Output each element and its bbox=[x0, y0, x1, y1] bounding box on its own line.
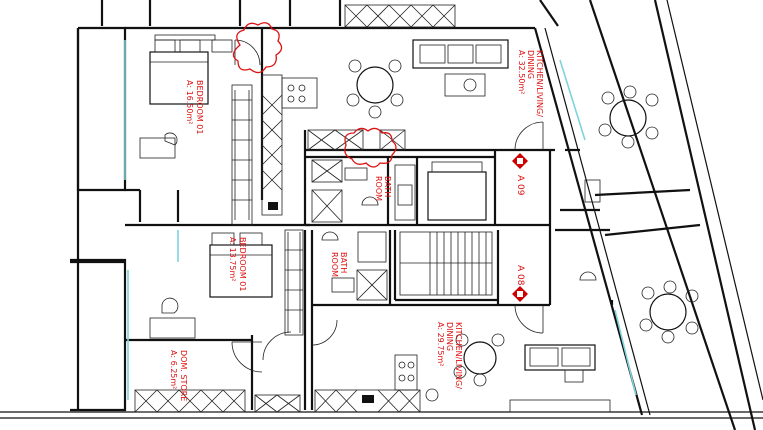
bed-middle bbox=[427, 161, 487, 221]
label-bath-lower-name: BATH bbox=[339, 252, 348, 273]
label-kitchen-upper-name: KITCHEN/LIVING/ bbox=[535, 50, 544, 117]
desk-lower bbox=[149, 297, 196, 339]
interior-walls bbox=[70, 28, 701, 410]
label-bath-upper-name: BATH bbox=[383, 176, 392, 197]
stair bbox=[399, 231, 493, 296]
label-store-name: DOM. STORE bbox=[179, 350, 188, 401]
label-bedroom-upper-area: A: 16.50m² bbox=[185, 80, 194, 124]
label-bath-upper-sub: ROOM bbox=[374, 176, 383, 201]
unit-markers bbox=[512, 153, 528, 302]
top-storage bbox=[344, 4, 456, 28]
bath-lower-fixtures bbox=[321, 231, 388, 301]
desk-upper bbox=[139, 132, 178, 159]
wardrobe-upper bbox=[231, 84, 253, 226]
unit-tag-upper: A 09 bbox=[515, 175, 525, 196]
dining-table-upper bbox=[346, 59, 404, 119]
label-bath-lower-sub: ROOM bbox=[330, 252, 339, 277]
label-kitchen-upper-area: A: 32.50m² bbox=[517, 50, 526, 94]
wardrobe-lower bbox=[284, 229, 304, 336]
label-kitchen-lower-name: KITCHEN/LIVING/ bbox=[454, 322, 463, 389]
terrace-table-lower bbox=[639, 280, 699, 344]
label-kitchen-lower-sub: DINING bbox=[445, 322, 454, 351]
label-bedroom-lower-area: A: 13.75m² bbox=[228, 237, 237, 281]
terrace-table-upper bbox=[598, 85, 659, 149]
bed-upper bbox=[149, 34, 233, 105]
kitchen-counter-lower bbox=[314, 354, 611, 413]
bed-lower bbox=[209, 232, 273, 298]
room-labels: KITCHEN/LIVING/ DINING A: 32.50m² BEDROO… bbox=[169, 50, 544, 401]
sofa-lower bbox=[524, 344, 596, 383]
bath-upper-fixtures bbox=[307, 129, 416, 223]
label-bedroom-lower-name: BEDROOM 01 bbox=[238, 237, 247, 291]
unit-tag-lower: A 08 bbox=[515, 265, 525, 286]
doors bbox=[231, 39, 544, 373]
kitchen-counter-upper bbox=[261, 74, 318, 216]
label-bedroom-upper-name: BEDROOM 01 bbox=[195, 80, 204, 134]
glazing bbox=[124, 40, 637, 400]
store-shelving bbox=[134, 389, 301, 413]
label-store-area: A: 6.25m² bbox=[169, 350, 178, 389]
revision-clouds bbox=[232, 22, 397, 168]
label-kitchen-lower-area: A: 29.75m² bbox=[436, 322, 445, 366]
unit-tags: A 09 A 08 bbox=[515, 175, 525, 286]
label-kitchen-upper-sub: DINING bbox=[526, 50, 535, 79]
wc-terrace bbox=[579, 179, 601, 281]
sofa-upper bbox=[412, 39, 509, 97]
dining-table-lower bbox=[425, 333, 505, 402]
